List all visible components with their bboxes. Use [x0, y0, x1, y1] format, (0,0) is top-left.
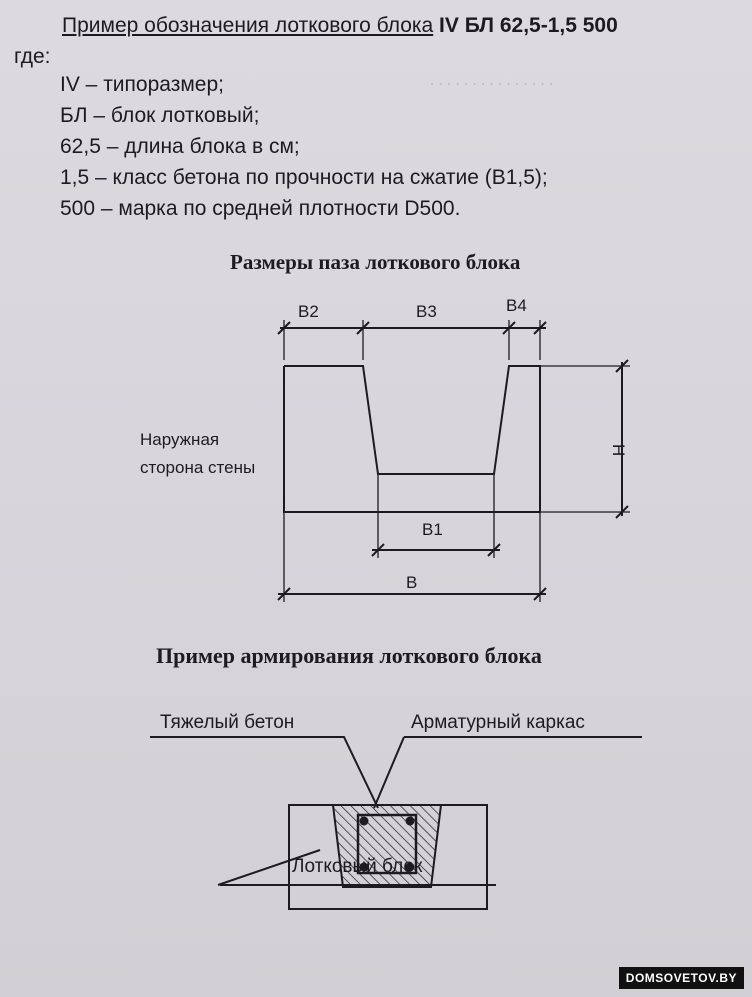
reinforcement-drawing [150, 736, 642, 910]
legend-item: 62,5 – длина блока в см; [60, 135, 300, 158]
title-code: IV БЛ 62,5-1,5 500 [439, 14, 618, 37]
legend-item: БЛ – блок лотковый; [60, 104, 260, 127]
dim-b4: B4 [506, 296, 527, 315]
dim-b3: B3 [416, 302, 437, 321]
groove-diagram-title: Размеры паза лоткового блока [230, 250, 521, 274]
dim-h: H [609, 444, 628, 456]
rebar-dot [359, 862, 369, 872]
title-prefix: Пример обозначения лоткового блока [62, 14, 434, 37]
block-label: Лотковый блок [292, 856, 423, 877]
block-profile [283, 365, 541, 513]
heavy-concrete-label: Тяжелый бетон [160, 712, 294, 733]
legend-item: 500 – марка по средней плотности D500. [60, 197, 461, 220]
legend-where: где: [14, 45, 51, 68]
dim-b: B [406, 573, 417, 592]
legend-item: IV – типоразмер; [60, 73, 224, 96]
rebar-dot [359, 816, 369, 826]
legend-item: 1,5 – класс бетона по прочности на сжати… [60, 166, 548, 189]
rebar-cage-label: Арматурный каркас [411, 712, 585, 733]
page-title: Пример обозначения лоткового блока IV БЛ… [62, 14, 618, 38]
outer-side-label-line2: сторона стены [140, 458, 255, 477]
outer-side-label-line1: Наружная [140, 430, 219, 449]
site-watermark: DOMSOVETOV.BY [618, 967, 744, 989]
dim-b1: B1 [422, 520, 443, 539]
dim-b2: B2 [298, 302, 319, 321]
reinforcement-diagram-title: Пример армирования лоткового блока [156, 643, 542, 668]
rebar-dot [405, 862, 415, 872]
rebar-dot [405, 816, 415, 826]
